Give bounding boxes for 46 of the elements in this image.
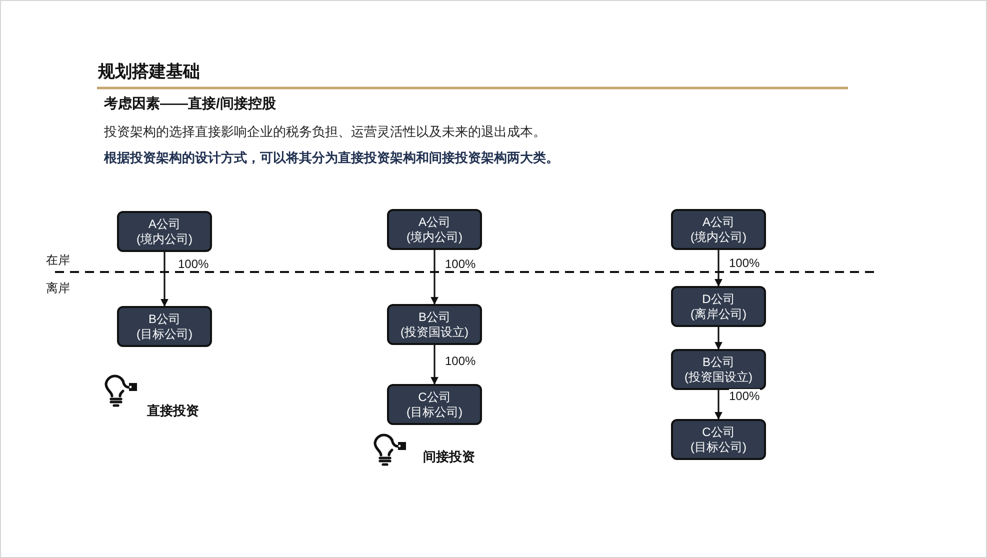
company-name: C公司: [702, 424, 735, 440]
arrow: [714, 250, 722, 287]
company-box: [671, 209, 766, 250]
edge-label: 100%: [729, 389, 760, 403]
company-box: [387, 304, 482, 345]
arrow: [160, 252, 168, 307]
company-name: A公司: [148, 216, 180, 232]
company-box: [117, 306, 212, 347]
company-box: [117, 211, 212, 252]
company-name: A公司: [702, 214, 734, 230]
caption-text: 直接投资: [147, 402, 199, 419]
company-name: B公司: [418, 310, 450, 324]
company-name: B公司: [148, 312, 180, 326]
company-role: (离岸公司): [690, 306, 746, 322]
company-role: (投资国设立): [400, 324, 468, 340]
company-box: [671, 419, 766, 460]
arrow: [714, 390, 722, 420]
page-title: 规划搭建基础: [98, 61, 200, 83]
edge-label: 100%: [729, 256, 760, 270]
company-name: B公司: [702, 354, 734, 370]
body-text: 根据投资架构的设计方式，可以将其分为直接投资架构和间接投资架构两大类。: [104, 149, 559, 167]
zone-label: 离岸: [46, 281, 70, 296]
arrow: [714, 327, 722, 350]
company-role: (境内公司): [136, 232, 192, 246]
edge-label: 100%: [445, 354, 476, 368]
body-text: 投资架构的选择直接影响企业的税务负担、运营灵活性以及未来的退出成本。: [104, 123, 546, 141]
company-role: (目标公司): [136, 326, 192, 342]
section-heading: 考虑因素——直接/间接控股: [104, 94, 276, 113]
company-role: (境内公司): [690, 230, 746, 244]
zone-label: 在岸: [46, 253, 70, 268]
company-role: (境内公司): [406, 230, 462, 244]
edge-label: 100%: [445, 257, 476, 271]
arrow: [430, 250, 438, 305]
company-role: (目标公司): [690, 440, 746, 454]
caption-text: 间接投资: [423, 448, 475, 465]
company-name: D公司: [702, 292, 735, 306]
arrow: [430, 345, 438, 385]
company-name: A公司: [418, 214, 450, 230]
company-box: [387, 384, 482, 425]
company-box: [671, 286, 766, 327]
edge-label: 100%: [178, 257, 209, 271]
company-role: (投资国设立): [684, 370, 752, 384]
company-box: [387, 209, 482, 250]
company-box: [671, 349, 766, 390]
company-name: C公司: [418, 390, 451, 404]
company-role: (目标公司): [406, 404, 462, 420]
